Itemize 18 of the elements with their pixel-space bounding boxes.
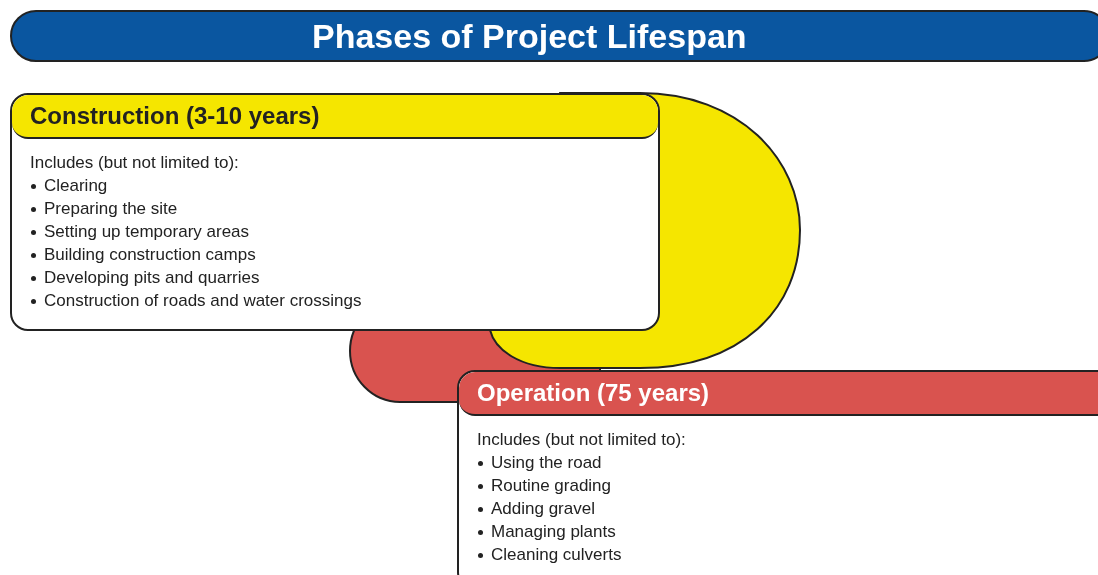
intro-text: Includes (but not limited to):	[30, 152, 240, 174]
list-item: Setting up temporary areas	[44, 222, 250, 241]
list-item: Adding gravel	[491, 499, 595, 518]
list-item: Building construction camps	[44, 245, 256, 264]
intro-text: Includes (but not limited to):	[477, 429, 687, 451]
list-item: Routine grading	[491, 476, 612, 495]
phase-card	[457, 370, 1098, 575]
list-item: Construction of roads and water crossings	[44, 291, 362, 310]
list-item: Cleaning culverts	[491, 545, 622, 564]
list-item: Using the road	[491, 453, 602, 472]
title-banner: Phases of Project Lifespan	[10, 10, 1098, 62]
list-item: Clearing	[44, 176, 108, 195]
phase-heading: Operation (75 years)	[477, 379, 710, 406]
phase-card	[10, 93, 660, 331]
list-item: Developing pits and quarries	[44, 268, 260, 287]
list-item: Managing plants	[491, 522, 616, 541]
phase-heading: Construction (3-10 years)	[30, 102, 320, 129]
list-item: Preparing the site	[44, 199, 178, 218]
